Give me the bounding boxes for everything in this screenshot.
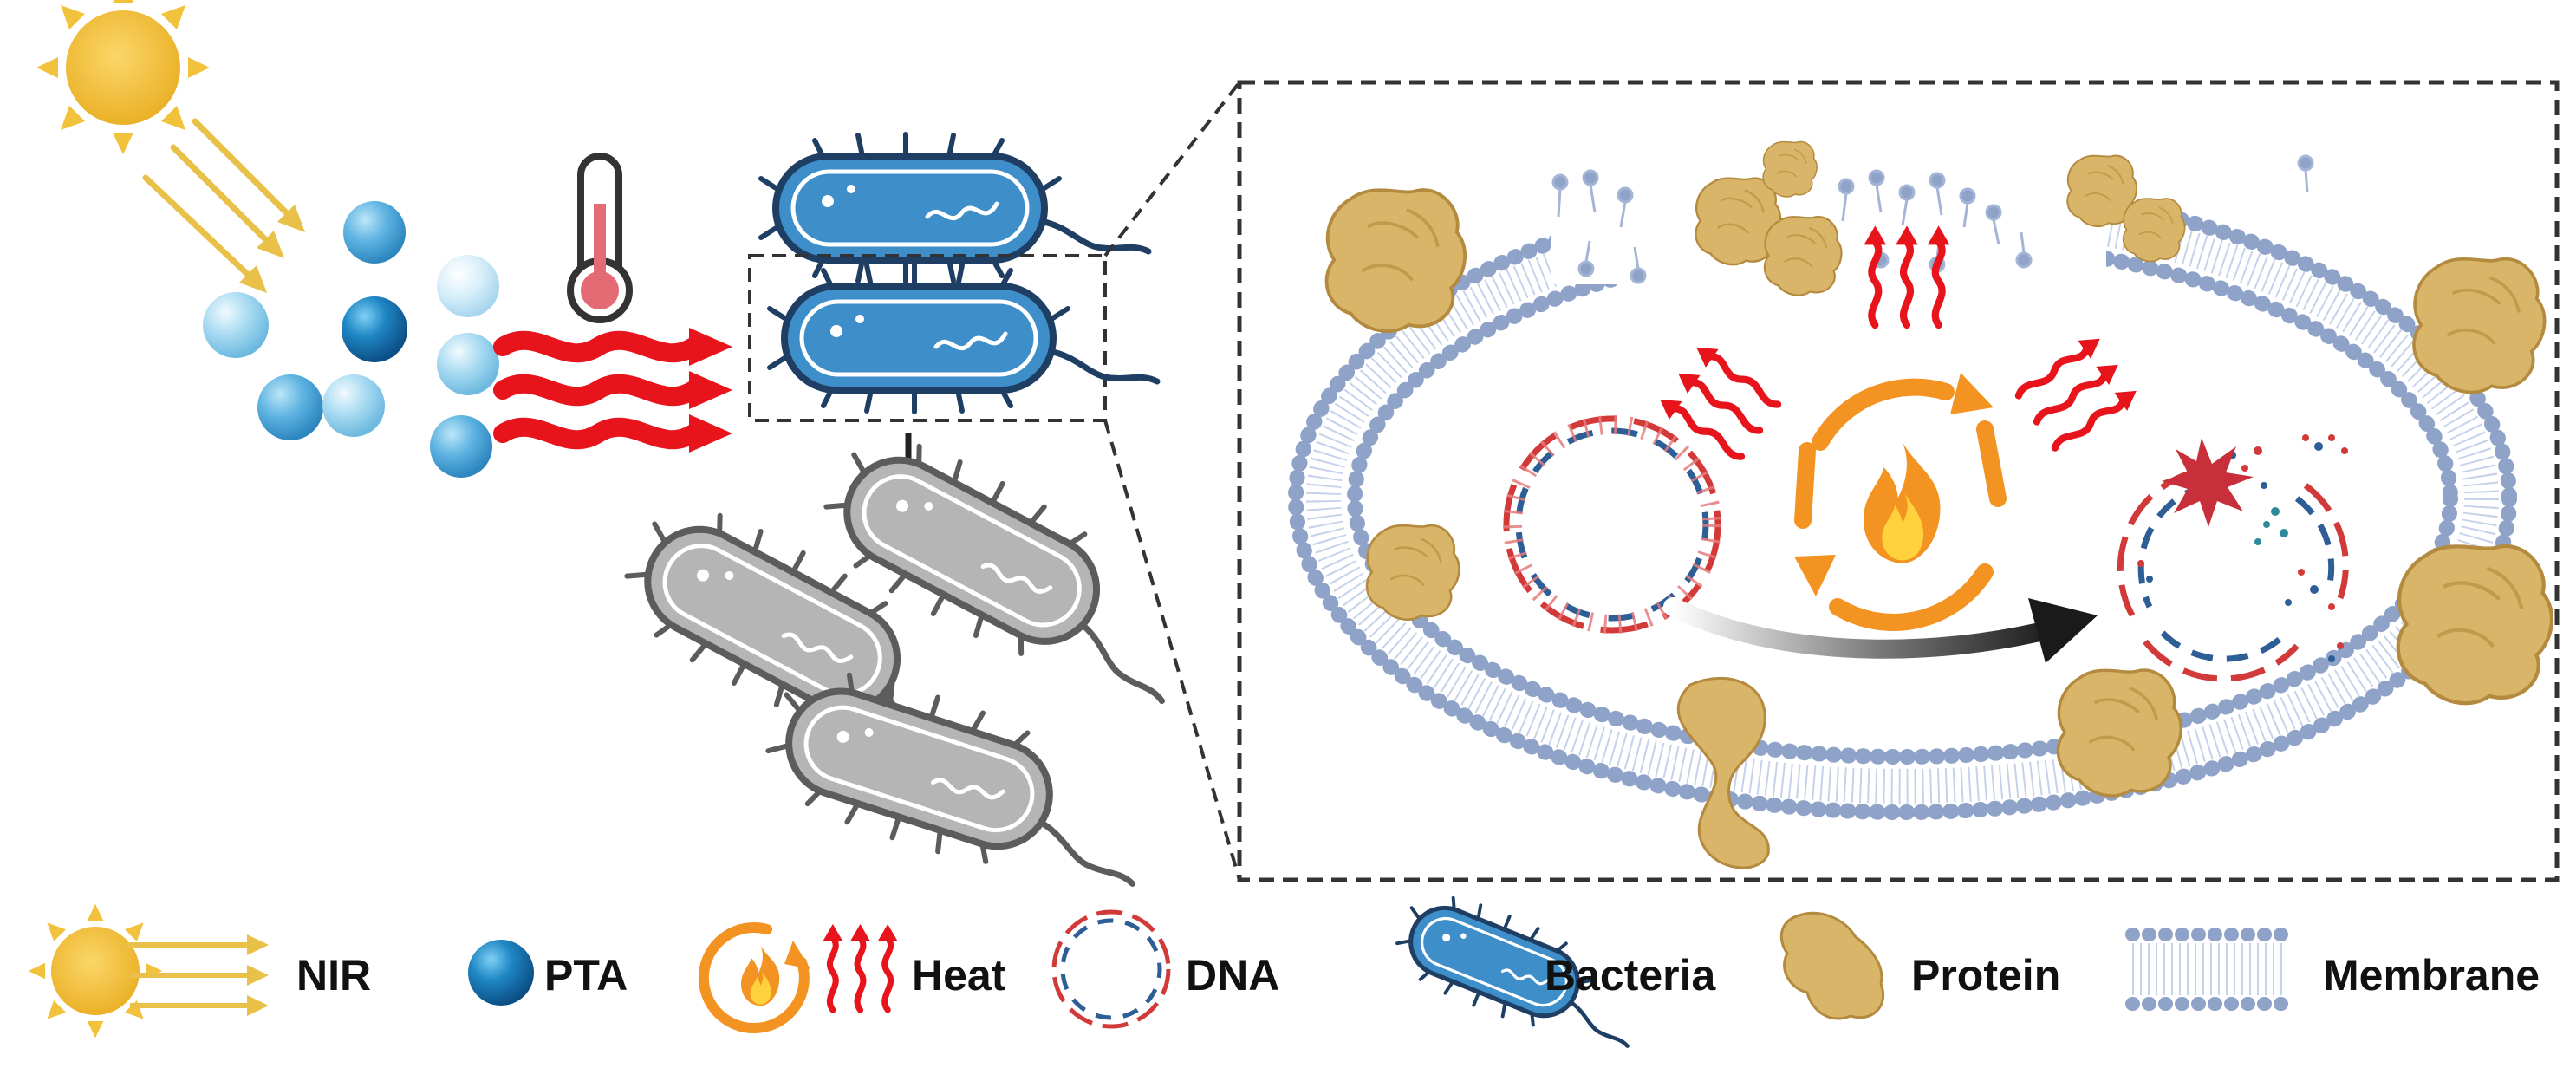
pta-particle [322, 374, 385, 437]
legend-label-nir: NIR [296, 951, 371, 1000]
zoom-lines [1103, 81, 1241, 881]
protein-blob-icon [1779, 912, 1885, 1020]
sun-icon [36, 0, 210, 154]
nir-source [36, 0, 305, 293]
pta-particle [343, 201, 406, 264]
dna-ring-icon [1503, 415, 1721, 634]
pta-particle [342, 296, 407, 362]
protein-blob-icon [1324, 188, 1467, 334]
nir-ray-heads [239, 205, 305, 293]
pta-particle [437, 333, 499, 395]
legend-label-protein: Protein [1911, 951, 2060, 1000]
pta-particle [257, 374, 323, 440]
protein-blob-icon [2122, 197, 2186, 263]
dna-fragments [2137, 434, 2348, 662]
transition-arrow [1663, 597, 2098, 663]
legend-label-heat: Heat [912, 951, 1006, 1000]
protein-blob-icon [1676, 676, 1770, 869]
legend-label-bacteria: Bacteria [1545, 951, 1717, 1000]
bacterium-icon [761, 134, 1148, 282]
legend-label-pta: PTA [544, 951, 628, 1000]
heat-wave-heads [689, 328, 732, 453]
flame-icon [741, 945, 780, 1006]
protein-blob-icon [1365, 524, 1460, 622]
heat-waves-icon [493, 330, 703, 450]
pta-particle [437, 255, 499, 317]
damage-burst-icon [2162, 438, 2254, 527]
legend-label-membrane: Membrane [2323, 951, 2540, 1000]
heat-waves-icon [823, 924, 898, 1010]
dna-ring-icon [1051, 909, 1171, 1029]
protein-blob-icon [1762, 140, 1818, 198]
pta-particle [430, 415, 492, 478]
pta-nanoparticles [203, 201, 499, 478]
protein-blob-icon [2398, 546, 2552, 703]
protein-blob-icon [2056, 668, 2183, 798]
membrane-icon [2125, 928, 2295, 1011]
legend: NIR PTA Heat DNA Bacteria Protein [28, 881, 2540, 1064]
thermometer-icon [567, 153, 633, 323]
bacterium-icon [770, 264, 1157, 412]
nir-rays [126, 942, 251, 1008]
protein-blob-icon [1763, 215, 1843, 296]
nir-rays [142, 118, 302, 290]
legend-label-dna: DNA [1186, 951, 1279, 1000]
protein-blob-icon [2412, 257, 2547, 394]
flame-cycle-icon [1794, 373, 2007, 631]
sun-icon [28, 903, 163, 1039]
flame-cycle-icon [698, 922, 810, 1033]
selection-box [748, 254, 1107, 422]
pta-particle [468, 940, 534, 1006]
pta-particle [203, 292, 269, 358]
